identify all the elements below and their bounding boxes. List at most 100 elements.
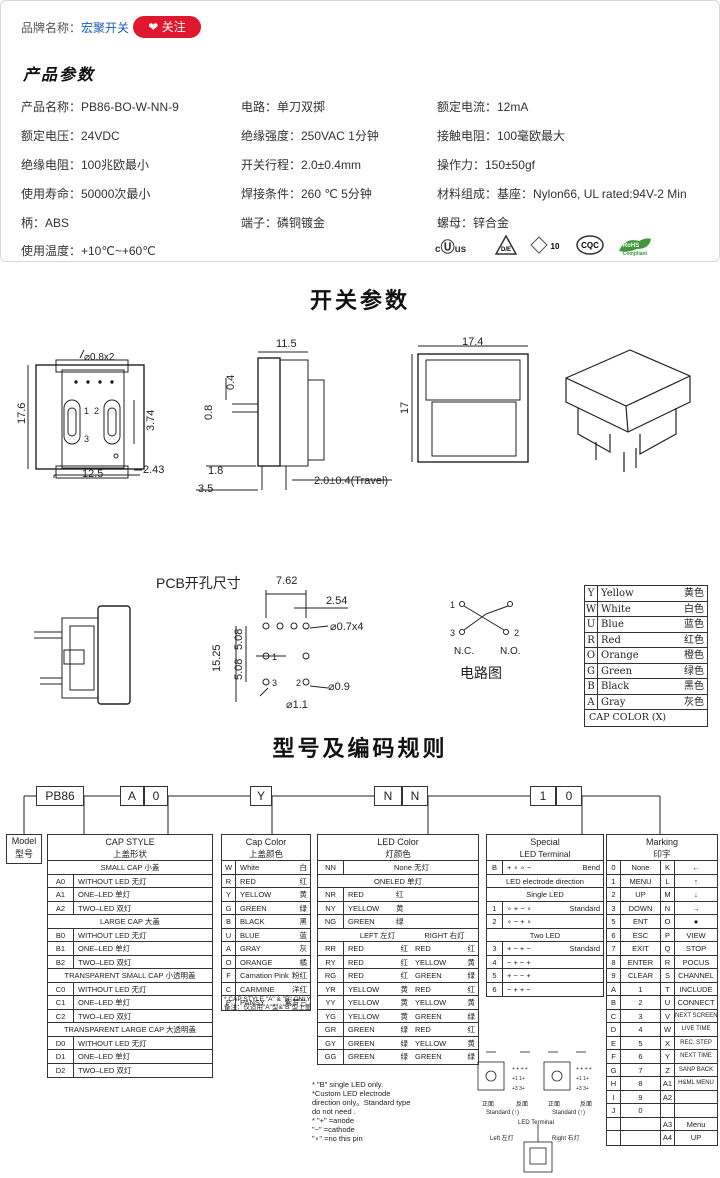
note-line: * "B" single LED only. [312,1080,384,1089]
svg-text:正面: 正面 [482,1101,494,1108]
code-box-0b: 0 [556,786,582,806]
svg-text:Right 右灯: Right 右灯 [552,1134,580,1142]
cap-style-group: TRANSPARENT LARGE CAP 大透明盖 [48,1023,212,1037]
coding-title: 型号及编码规则 [272,736,448,761]
note-line: "−" =cathode [312,1125,355,1134]
svg-text:3: 3 [450,628,455,638]
svg-text:1.8: 1.8 [208,465,223,477]
svg-text:12.5: 12.5 [82,468,103,480]
isometric-view-drawing [565,349,691,472]
svg-text:Left 左灯: Left 左灯 [490,1134,514,1142]
cap-style-group: LARGE CAP 大盖 [48,915,212,929]
svg-text:D/E: D/E [501,247,511,253]
brand-link[interactable]: 宏聚开关 [81,21,130,35]
pcb-title: PCB开孔尺寸 [156,575,241,591]
note-line: *Custom LED electrode [312,1089,391,1098]
note-line: do not need . [312,1107,356,1116]
svg-text:5.08: 5.08 [233,659,245,680]
svg-text:Compliant: Compliant [623,251,648,257]
svg-text:+1 1+: +1 1+ [576,1076,589,1082]
svg-text:2.43: 2.43 [143,464,164,476]
param-item: 端子：磷铜镀金 [241,216,326,230]
cap-color-footer: CAP COLOR (X) [589,712,667,723]
param-item: 接触电阻：100毫欧最大 [437,129,566,143]
svg-text:Standard (↑): Standard (↑) [552,1110,585,1116]
svg-text:+ + + +: + + + + [512,1066,528,1072]
special-row: 4− + − + [487,955,603,969]
dimension-drawings: ⌀0.8x2 17.6 12.5 2.43 3.74 1 2 3 11.5 0.… [16,336,691,495]
special-row: 6− + + − [487,982,603,996]
svg-text:1: 1 [450,600,455,610]
param-item: 产品名称：PB86-BO-W-NN-9 [21,100,179,114]
dim-pin: ⌀0.8x2 [84,352,115,363]
vde-cert-icon: D/E [494,234,518,257]
cap-color-note: * CAP STYLE "A" & "B" ONLY 备注：仅适用"A"型&"B… [224,996,312,1011]
code-box-series: PB86 [36,786,84,806]
led-notes: * "B" single LED only.*Custom LED electr… [312,1080,422,1143]
svg-text:2: 2 [296,678,301,688]
param-item: 绝缘电阻：100兆欧最小 [21,158,150,172]
svg-text:+3 3+: +3 3+ [512,1086,525,1092]
side-view-drawing [196,351,392,491]
svg-text:Standard (↑): Standard (↑) [486,1110,519,1116]
svg-text:7.62: 7.62 [276,575,297,587]
svg-text:RoHS: RoHS [623,243,639,249]
svg-text:2: 2 [514,628,519,638]
svg-text:17.4: 17.4 [462,336,483,348]
param-item: 使用温度：+10℃~+60℃ [21,244,156,258]
special-row: 2∘ − + ∘ [487,915,603,929]
svg-text:3: 3 [84,434,89,444]
svg-text:2.54: 2.54 [326,595,347,607]
svg-text:LED Terminal: LED Terminal [518,1120,554,1126]
code-box-0: 0 [144,786,168,806]
code-connectors [23,795,661,834]
svg-text:11.5: 11.5 [276,338,297,350]
cap-style-group: SMALL CAP 小盖 [48,861,212,875]
param-item: 额定电流：12mA [437,100,529,114]
svg-text:17.6: 17.6 [16,403,28,424]
svg-text:反面: 反面 [516,1100,528,1108]
svg-text:⌀0.7x4: ⌀0.7x4 [330,621,364,633]
follow-button[interactable]: ❤ 关注 [133,16,201,38]
svg-text:3.74: 3.74 [145,410,157,431]
pcb-hole-drawing [235,590,348,702]
code-box-1: 1 [530,786,556,806]
